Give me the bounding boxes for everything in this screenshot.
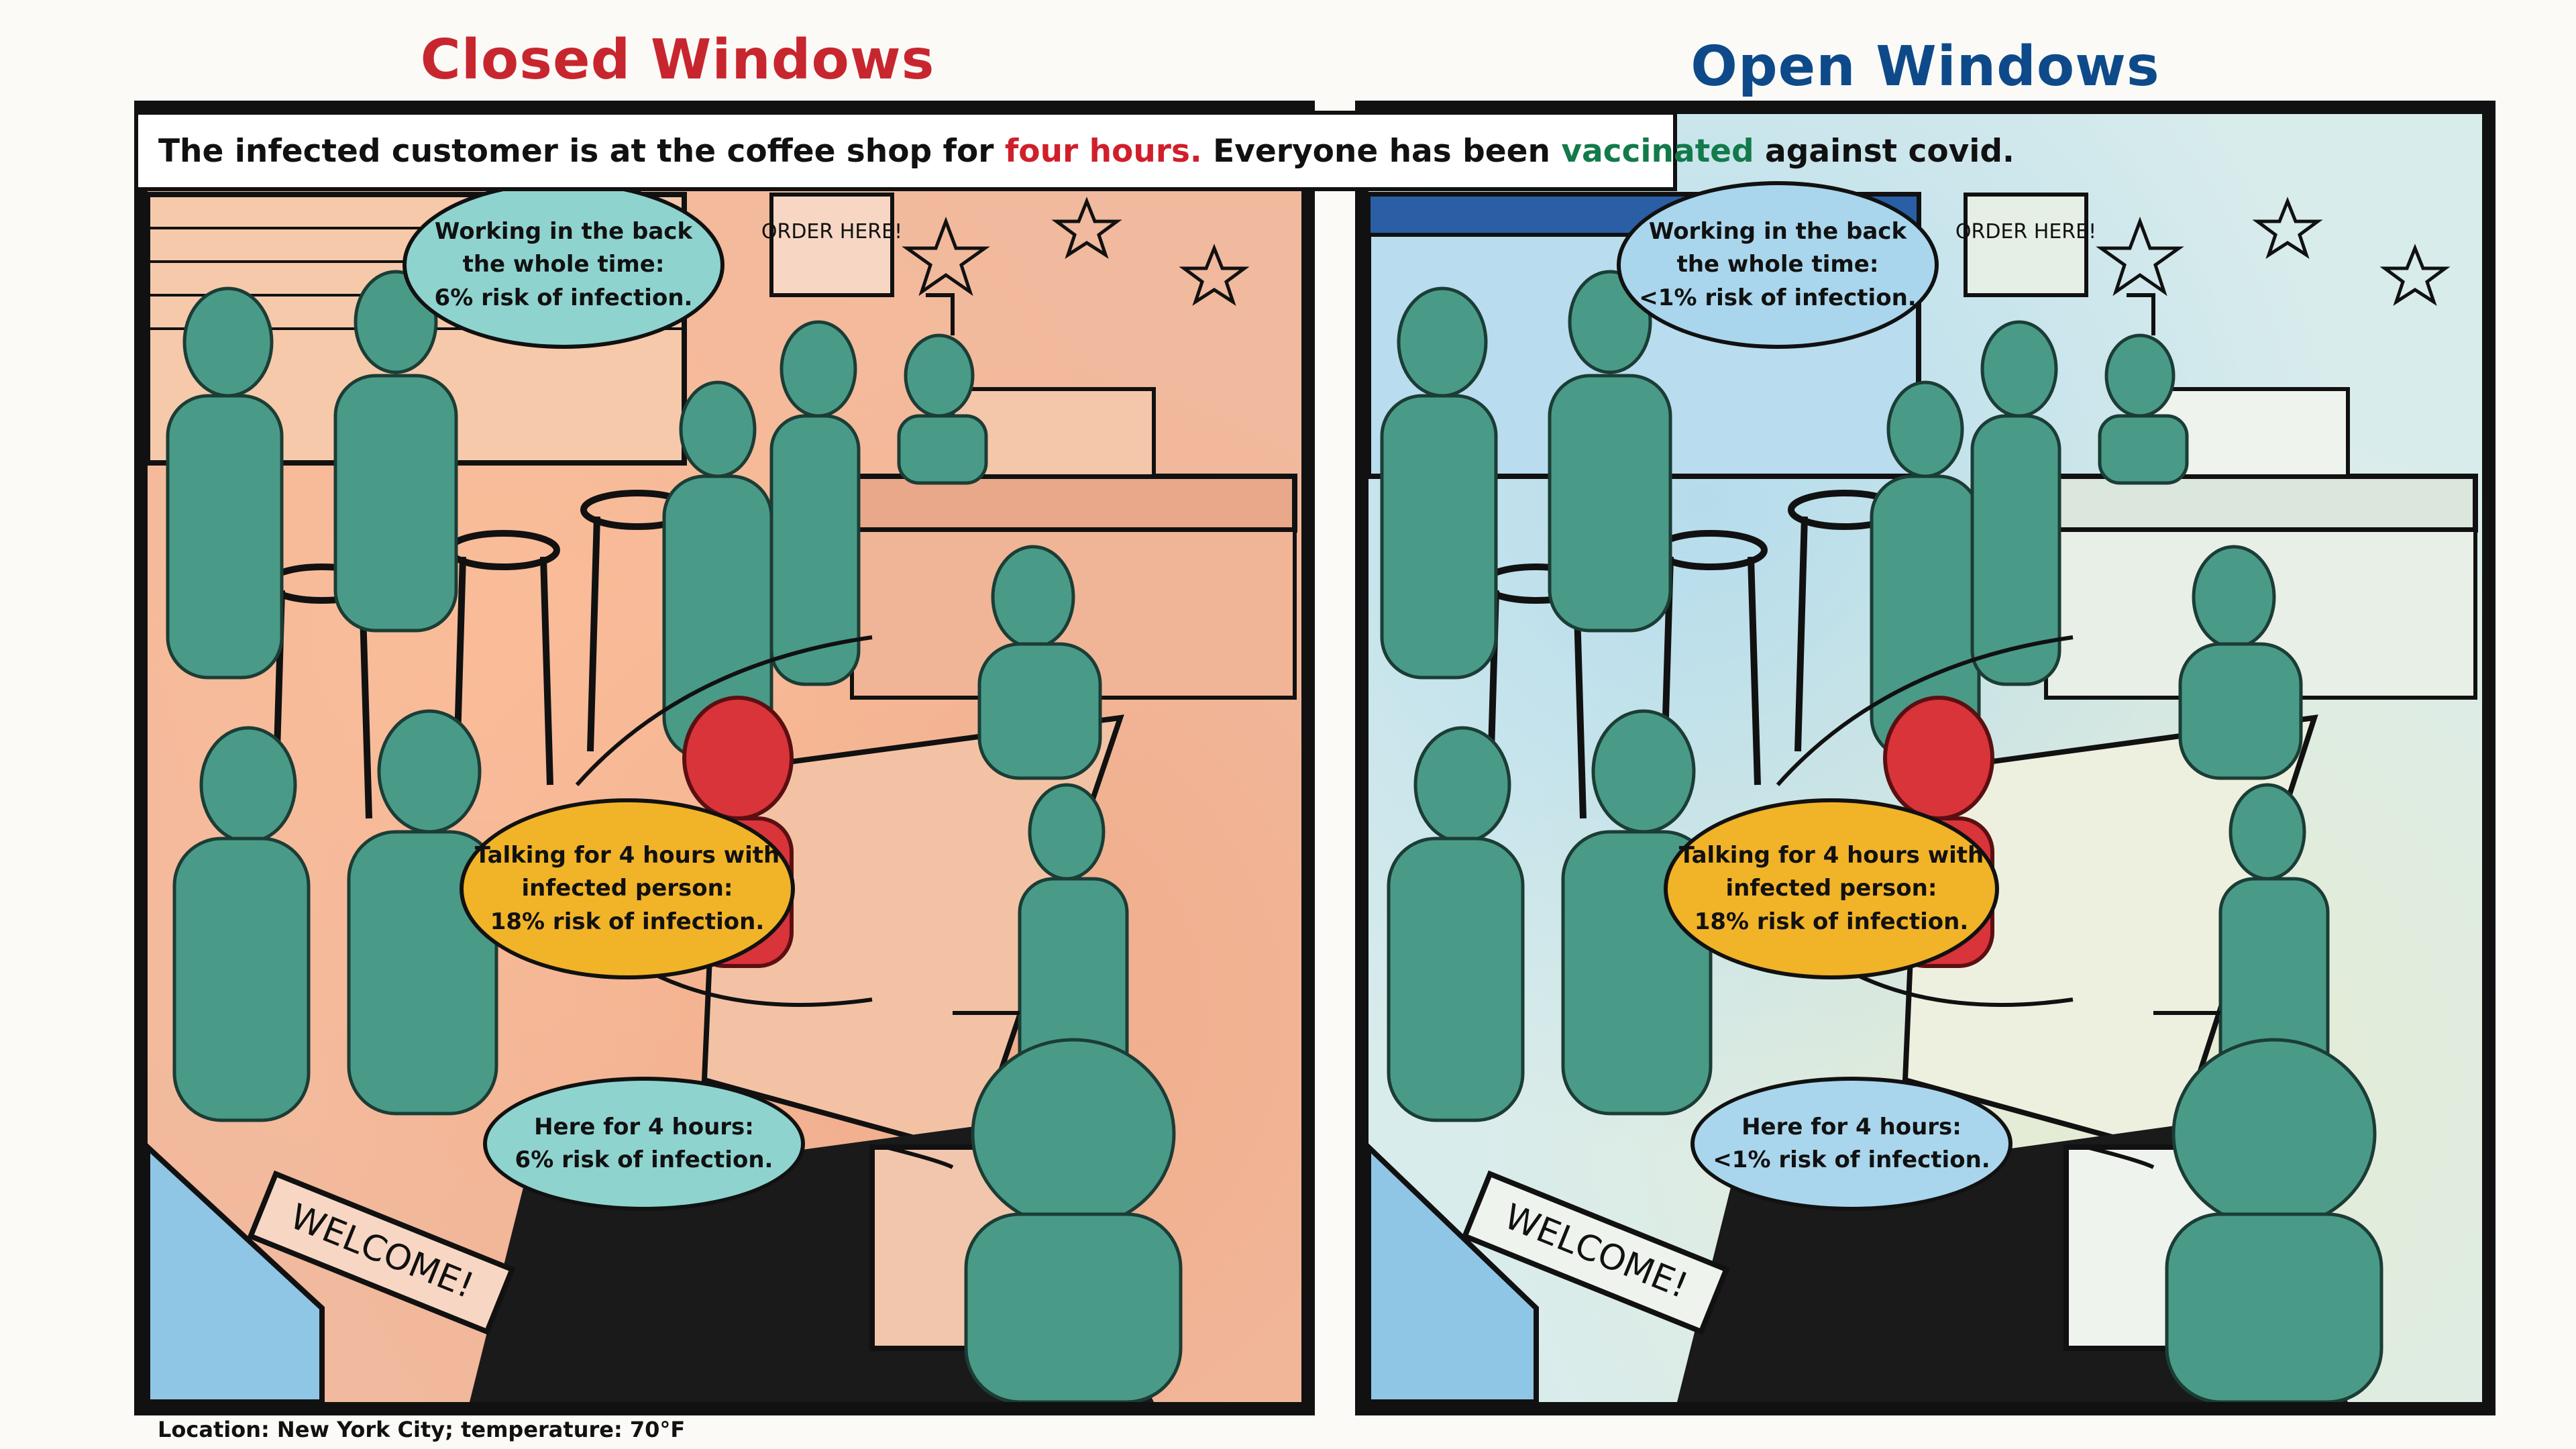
closed-talking-bubble: Talking for 4 hours with infected person… [460,798,795,979]
open-windows-panel: ORDER HERE! WELCOME! [1355,101,2496,1415]
closed-back-worker-bubble: Working in the back the whole time: 6% r… [402,181,724,349]
bubble-line: 18% risk of infection. [490,908,765,935]
bubble-line: the whole time: [1676,251,1879,278]
bubble-line: the whole time: [462,251,665,278]
front-window [148,1143,325,1402]
bubble-line: 18% risk of infection. [1694,908,1969,935]
front-window-open [1368,1143,1539,1402]
order-here-sign [769,193,894,297]
banner-text-3: against covid. [1754,132,2015,170]
bubble-line: Here for 4 hours: [534,1113,754,1140]
bubble-line: 6% risk of infection. [515,1146,773,1173]
location-footnote: Location: New York City; temperature: 70… [158,1417,686,1442]
order-here-text-open: ORDER HERE! [1955,220,2096,244]
order-here-sign-open [1964,193,2088,297]
banner-text-2: Everyone has been [1201,132,1562,170]
bubble-line: 6% risk of infection. [434,284,693,311]
bubble-line: <1% risk of infection. [1713,1146,1990,1173]
bar-counter-open [2043,474,2478,533]
banner-vaccinated: vaccinated [1561,132,1754,170]
hanging-stars [902,197,1250,306]
open-talking-bubble: Talking for 4 hours with infected person… [1664,798,1999,979]
banner-duration: four hours. [1004,132,1202,170]
open-windows-title: Open Windows [1690,35,2160,99]
customers-open [1380,270,2383,1402]
closed-windows-title: Closed Windows [420,28,935,92]
closed-windows-panel: ORDER HERE! [134,101,1315,1415]
open-scene-illustration: ORDER HERE! WELCOME! [1368,192,2478,1402]
closed-scene-illustration: ORDER HERE! [148,192,1297,1402]
bubble-line: Here for 4 hours: [1741,1113,1962,1140]
open-back-worker-bubble: Working in the back the whole time: <1% … [1617,181,1939,349]
bubble-line: Working in the back [1648,218,1907,246]
customers [166,270,1183,1402]
banner-text-1: The infected customer is at the coffee s… [158,132,1005,170]
closed-here-bubble: Here for 4 hours: 6% risk of infection. [483,1077,805,1211]
bubble-line: <1% risk of infection. [1639,284,1917,311]
bubble-line: Talking for 4 hours with [474,842,780,869]
open-here-bubble: Here for 4 hours: <1% risk of infection. [1690,1077,2012,1211]
bubble-line: Working in the back [434,218,693,246]
scenario-banner: The infected customer is at the coffee s… [134,111,2015,191]
bubble-line: Talking for 4 hours with [1678,842,1984,869]
bubble-line: infected person: [1725,875,1937,902]
bubble-line: infected person: [521,875,733,902]
hanging-stars-open [2096,197,2451,306]
order-here-text: ORDER HERE! [761,220,902,244]
